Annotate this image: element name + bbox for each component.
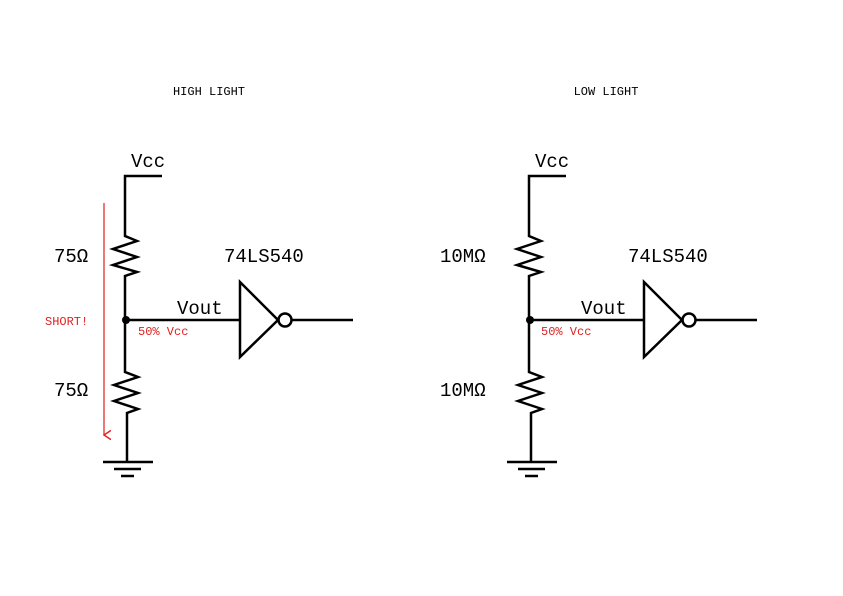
left-top-resistor [108, 232, 142, 280]
left-bottom-resistor-label: 75Ω [54, 380, 88, 402]
right-ground-icon [507, 460, 557, 478]
left-top-resistor-label: 75Ω [54, 246, 88, 268]
right-vcc-label: Vcc [535, 151, 569, 173]
right-bottom-resistor [514, 368, 546, 418]
left-node-note: 50% Vcc [138, 325, 188, 339]
right-top-resistor [512, 232, 546, 280]
left-ground-icon [103, 460, 153, 478]
right-vcc-rail [527, 174, 566, 232]
right-vout-label: Vout [581, 298, 627, 320]
right-title: LOW LIGHT [574, 85, 639, 99]
left-title: HIGH LIGHT [173, 85, 245, 99]
right-chip-label: 74LS540 [628, 246, 708, 268]
left-inverter-icon [238, 278, 353, 360]
right-bottom-resistor-label: 10MΩ [440, 380, 486, 402]
right-circuit: LOW LIGHT Vcc 10MΩ 10MΩ Vout 50% Vcc 74L… [440, 85, 757, 478]
right-top-resistor-label: 10MΩ [440, 246, 486, 268]
left-vout-label: Vout [177, 298, 223, 320]
left-vcc-label: Vcc [131, 151, 165, 173]
right-node-note: 50% Vcc [541, 325, 591, 339]
left-circuit: HIGH LIGHT Vcc 75Ω 75Ω Vout 50% Vcc 74LS… [45, 85, 353, 478]
left-short-warning: SHORT! [45, 315, 88, 329]
left-bottom-resistor [110, 368, 142, 418]
left-vcc-rail [123, 174, 162, 232]
left-chip-label: 74LS540 [224, 246, 304, 268]
right-inverter-icon [642, 278, 757, 360]
